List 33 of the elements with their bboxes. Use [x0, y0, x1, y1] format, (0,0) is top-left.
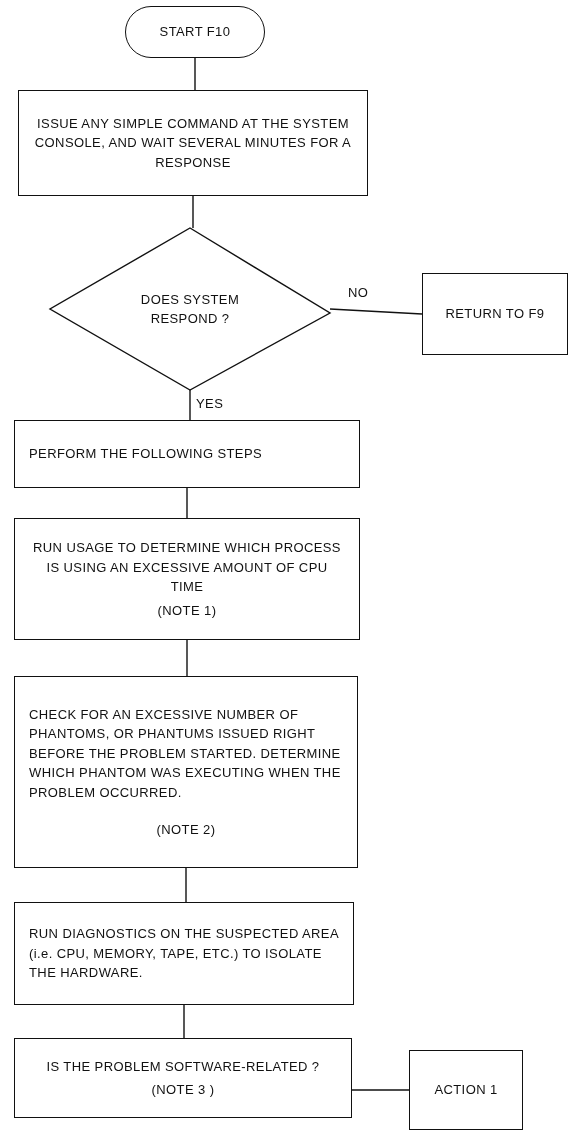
process-box [18, 90, 368, 196]
node-text: DOES SYSTEM RESPOND ? [139, 290, 241, 328]
connector-line [185, 867, 187, 903]
start-terminal [125, 6, 265, 58]
process-box [14, 518, 360, 640]
process-box [14, 676, 358, 868]
node-text: ISSUE ANY SIMPLE COMMAND AT THE SYSTEM CONSOLE, AND WAIT SEVERAL MINUTES FOR A RESPONSE [33, 114, 353, 172]
node-text: ACTION 1 [434, 1081, 498, 1100]
connector-line [183, 1004, 185, 1039]
connector-line [351, 1089, 410, 1091]
process-box [14, 420, 360, 488]
edge-label: NO [346, 285, 371, 300]
edge-label: YES [194, 396, 226, 411]
process-box [422, 273, 568, 355]
connector-line [329, 308, 423, 315]
connector-line [186, 639, 188, 677]
node-text: CHECK FOR AN EXCESSIVE NUMBER OF PHANTOMS, OR PHANTUMS ISSUED RIGHT BEFORE THE PROBLEM STARTED. DETERMINE WHICH PHANTOM WAS EXECUTING WHEN THE PROBLEM OCCURRED. [29, 705, 342, 802]
connector-line [194, 57, 196, 91]
node-text: IS THE PROBLEM SOFTWARE-RELATED ? [46, 1057, 320, 1076]
node-text: RUN DIAGNOSTICS ON THE SUSPECTED AREA (i.e. CPU, MEMORY, TAPE, ETC.) TO ISOLATE THE HARDWARE. [29, 925, 339, 983]
note-reference: (NOTE 3 ) [151, 1081, 215, 1099]
connector-line [189, 389, 191, 421]
connector-line [192, 195, 194, 229]
node-text: PERFORM THE FOLLOWING STEPS [29, 445, 264, 464]
process-box [14, 902, 354, 1005]
note-reference: (NOTE 2) [156, 821, 216, 839]
note-reference: (NOTE 1) [157, 601, 217, 620]
node-text: RETURN TO F9 [445, 305, 545, 324]
connector-line [186, 487, 188, 519]
process-box [409, 1050, 523, 1130]
node-text: START F10 [159, 23, 231, 42]
node-text: RUN USAGE TO DETERMINE WHICH PROCESS IS USING AN EXCESSIVE AMOUNT OF CPU TIME [32, 539, 342, 596]
process-box [14, 1038, 352, 1118]
